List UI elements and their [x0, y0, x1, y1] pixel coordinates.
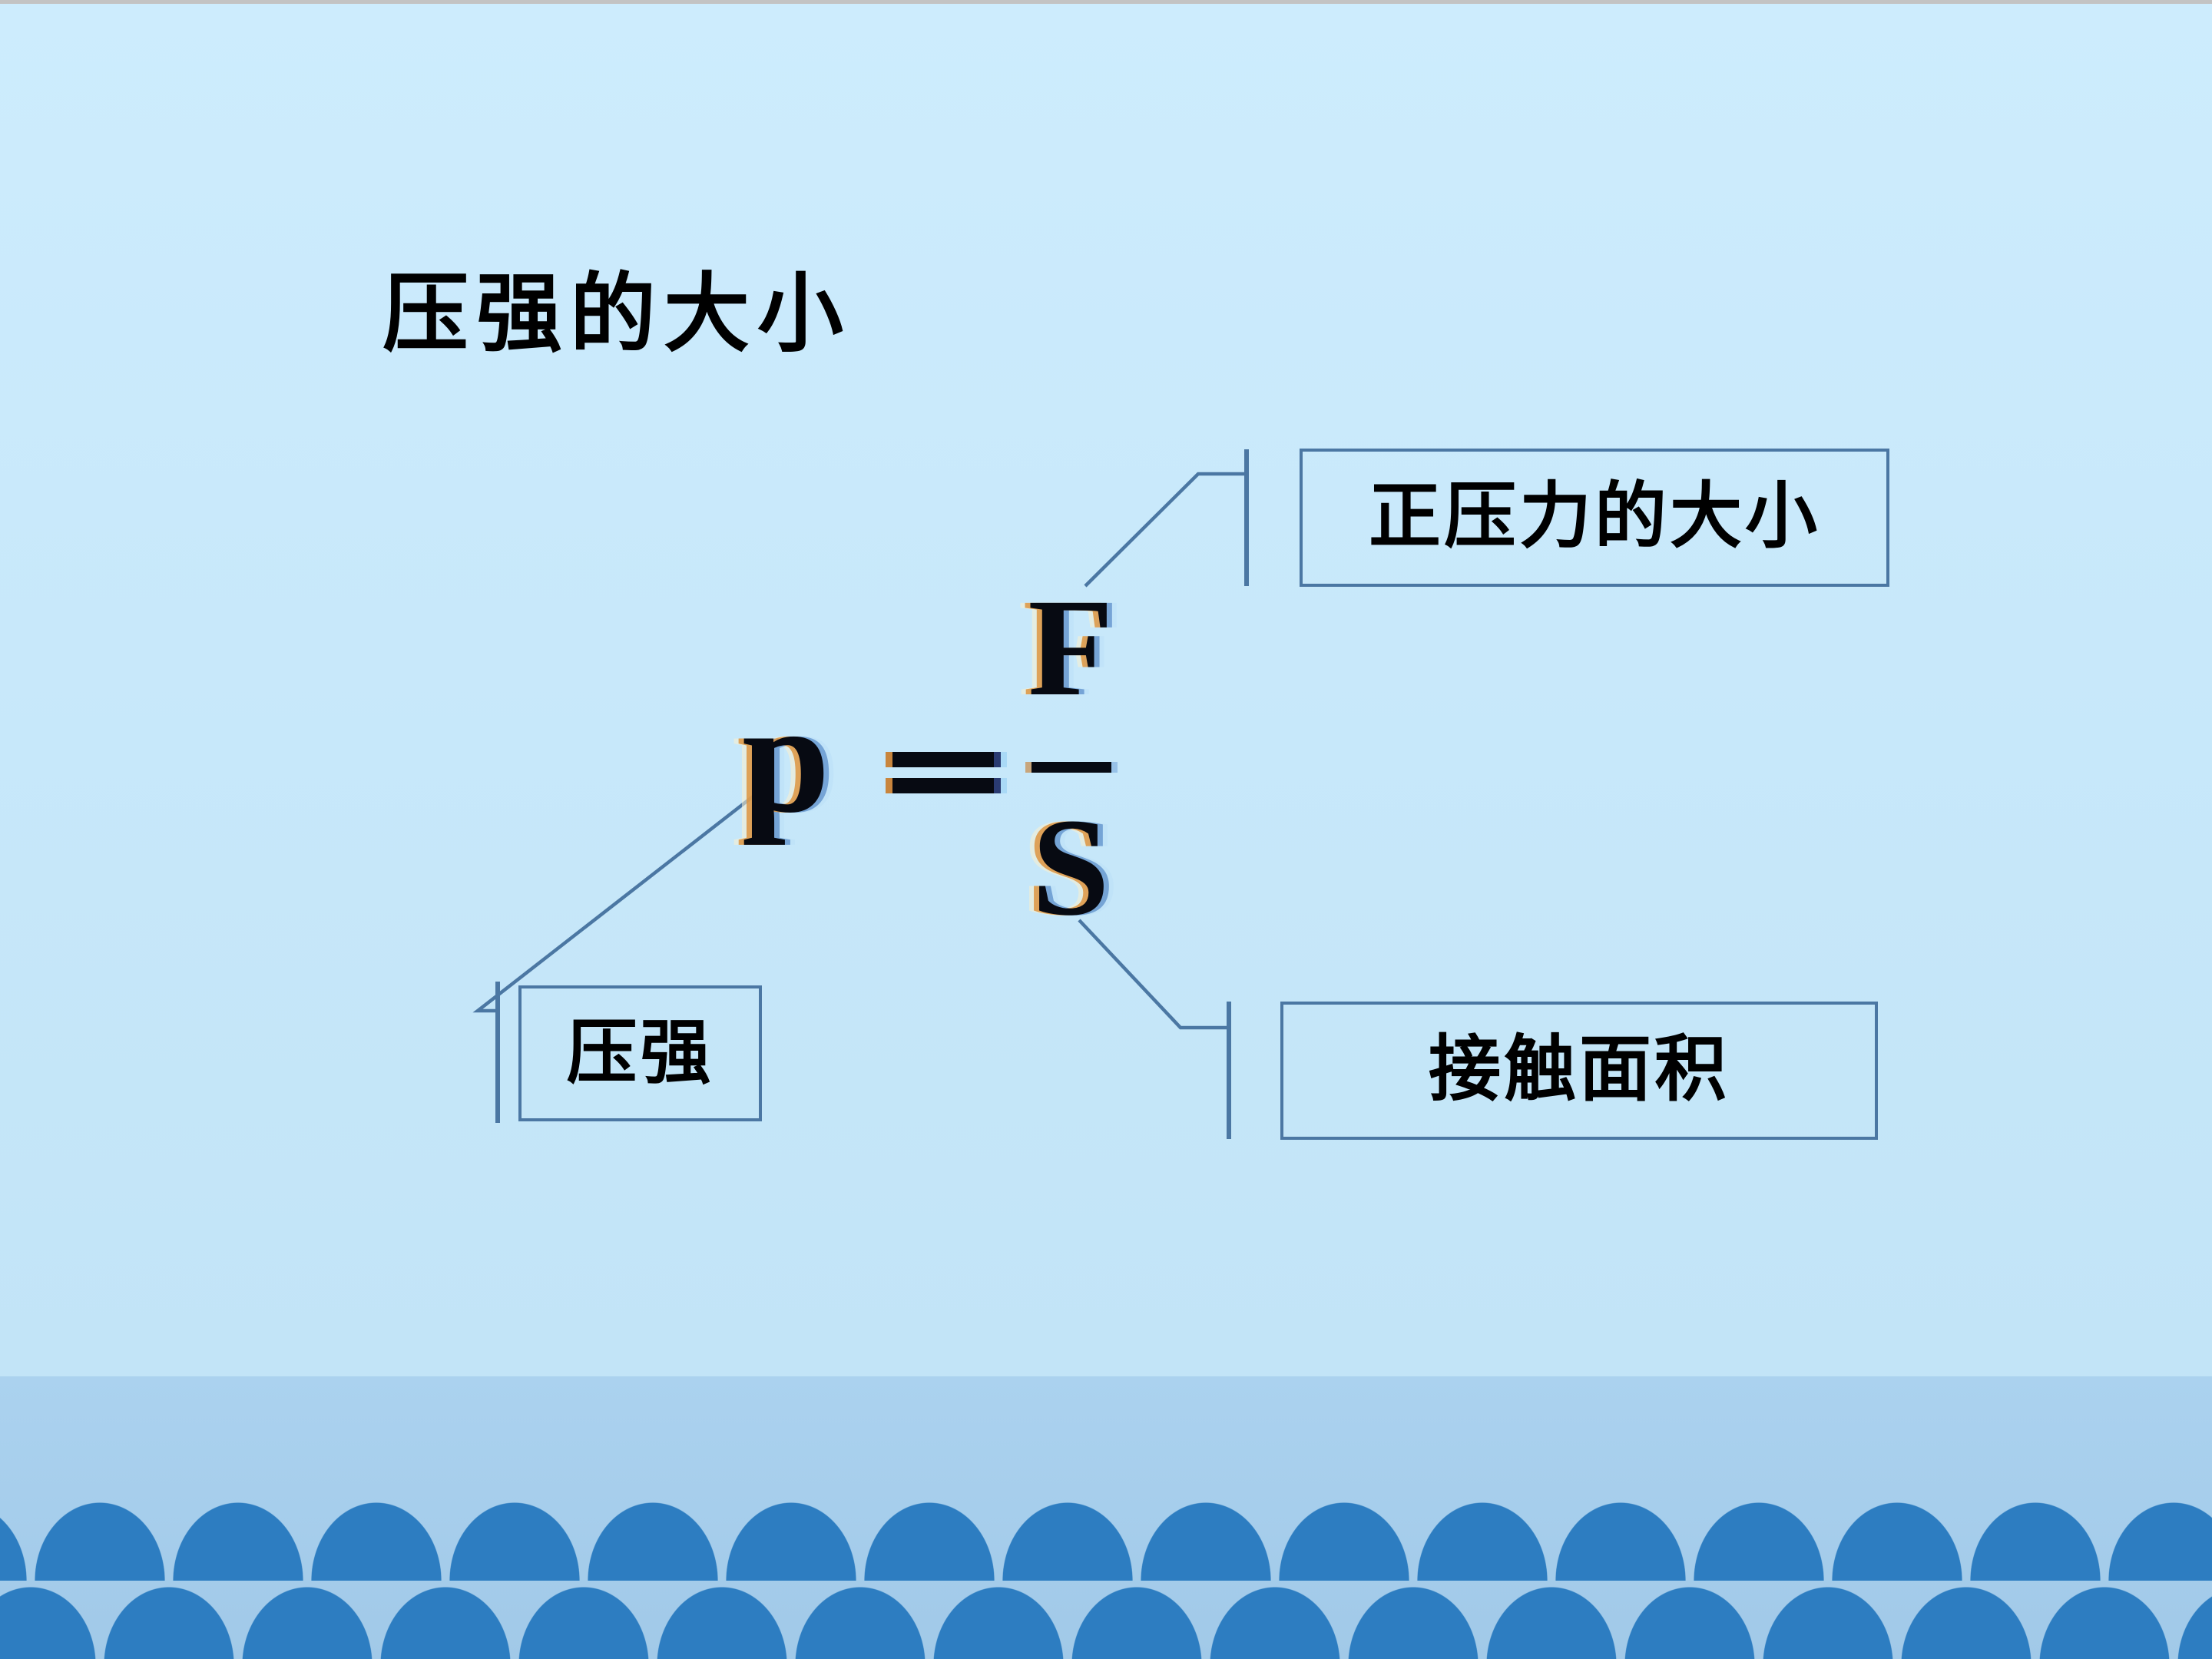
equals-sign-top-bar	[892, 752, 994, 767]
wave-scallops-row-2	[0, 1586, 2212, 1659]
callout-box-area: 接触面积	[1280, 1002, 1878, 1140]
slide-background	[0, 4, 2212, 1376]
callout-box-area-label: 接触面积	[1428, 1030, 1730, 1111]
formula-denominator: S	[1031, 790, 1110, 945]
callout-box-pressure: 压强	[518, 985, 762, 1121]
callout-box-force-label: 正压力的大小	[1368, 477, 1820, 558]
formula-numerator: F	[1028, 571, 1114, 725]
top-divider	[0, 0, 2212, 4]
pressure-callout-line	[472, 790, 760, 1013]
area-callout-line	[1078, 919, 1229, 1030]
equals-sign-bottom-bar	[892, 778, 994, 793]
fraction-bar	[1031, 762, 1111, 773]
formula-pressure-symbol: p	[742, 670, 830, 846]
callout-box-force: 正压力的大小	[1300, 449, 1889, 587]
force-callout-line	[1084, 472, 1247, 588]
wave-scallops-row-1	[0, 1502, 2212, 1581]
page-title: 压强的大小	[382, 267, 851, 363]
callout-box-pressure-label: 压强	[566, 1013, 714, 1092]
